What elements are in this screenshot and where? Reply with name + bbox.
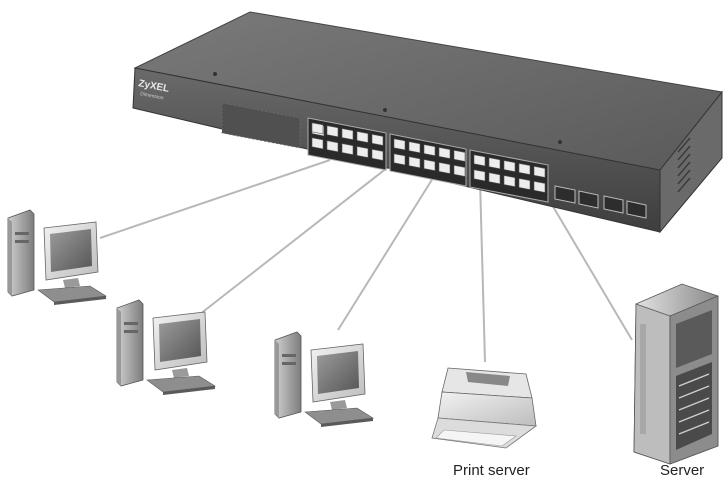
ethernet-port	[371, 148, 384, 161]
ethernet-port	[453, 164, 466, 177]
ethernet-port	[311, 137, 324, 150]
ethernet-ports	[311, 122, 546, 193]
ethernet-port	[473, 169, 486, 182]
led-panel	[221, 102, 301, 149]
server-label: Server	[660, 462, 705, 479]
ethernet-port	[438, 162, 451, 174]
cable-group	[99, 159, 633, 363]
ethernet-port	[488, 157, 501, 170]
ethernet-port	[326, 140, 339, 153]
ethernet-port	[393, 138, 406, 151]
cable-pc1	[99, 159, 331, 239]
desktop-computer-icon	[116, 299, 216, 395]
ethernet-port	[473, 154, 486, 167]
print-server-label: Print server	[453, 462, 530, 479]
ethernet-port	[533, 180, 546, 193]
ethernet-port	[488, 172, 501, 185]
cable-server	[547, 197, 633, 341]
desktop-computer-icon	[7, 209, 107, 305]
switch-model-label: Dimension	[140, 91, 165, 101]
switch-side	[659, 90, 723, 234]
ethernet-port	[326, 125, 339, 138]
ethernet-port	[423, 159, 436, 172]
ethernet-port	[518, 163, 531, 175]
ethernet-port	[408, 141, 421, 154]
ethernet-port	[518, 178, 531, 190]
ethernet-port	[423, 144, 436, 157]
ethernet-port	[533, 165, 546, 178]
network-switch: ZyXEL Dimension	[132, 11, 723, 234]
desktop-computer-icon	[274, 331, 374, 427]
ethernet-port	[438, 147, 451, 159]
uplink-slots	[554, 185, 647, 219]
ethernet-port	[356, 146, 369, 158]
ethernet-port	[503, 160, 516, 173]
ethernet-port	[341, 143, 354, 156]
server-tower-icon	[633, 283, 719, 465]
ethernet-port	[371, 133, 384, 146]
cable-printer	[479, 179, 486, 363]
ethernet-port	[408, 156, 421, 169]
ethernet-port	[503, 175, 516, 188]
ethernet-port	[311, 122, 324, 135]
cable-pc2	[194, 163, 393, 319]
ethernet-port	[453, 149, 466, 162]
printer-icon	[431, 367, 538, 449]
ethernet-port	[393, 153, 406, 166]
ethernet-port	[341, 128, 354, 141]
ethernet-port	[356, 131, 369, 143]
cable-pc3	[337, 169, 439, 331]
